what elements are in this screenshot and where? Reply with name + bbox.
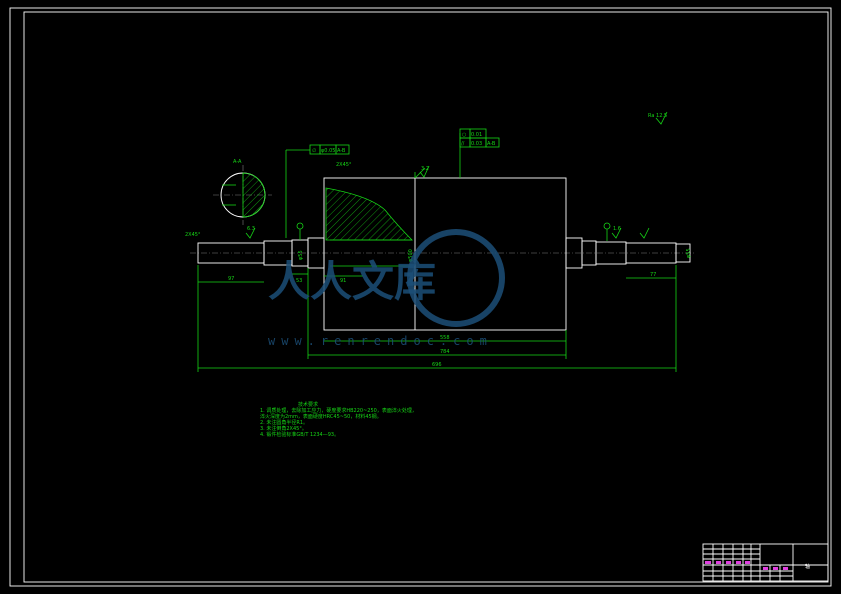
dim-main-length: 784 bbox=[440, 349, 450, 355]
svg-text:0.01: 0.01 bbox=[471, 132, 482, 138]
svg-text:φ0.05: φ0.05 bbox=[321, 148, 335, 154]
tolerance-frame-2: ○ 0.01 // 0.03 A-B bbox=[459, 128, 500, 178]
tolerance-frame-1: ∅ φ0.05 A-B bbox=[285, 144, 350, 238]
dim-overall-length: 696 bbox=[432, 362, 442, 368]
svg-text:6.3: 6.3 bbox=[247, 226, 255, 232]
watermark-url: www.renrendoc.com bbox=[268, 334, 493, 348]
watermark-text: 人人文库 bbox=[268, 257, 436, 306]
svg-text:A-B: A-B bbox=[487, 141, 496, 147]
inner-frame bbox=[23, 11, 829, 583]
roughness-symbols: Ra 12.5 6.3 3.2 1.6 bbox=[245, 111, 668, 239]
svg-text:A-B: A-B bbox=[337, 148, 346, 154]
title-block-label: 轴 bbox=[805, 563, 810, 570]
note-line-1: 1. 调质处理，去除加工应力，硬度要求HB220~250，表面淬火处理， bbox=[260, 407, 417, 414]
section-a-a-view: A-A bbox=[213, 159, 272, 225]
watermark: 人人文库 www.renrendoc.com bbox=[268, 229, 505, 348]
roughness-top-right: Ra 12.5 bbox=[648, 113, 667, 119]
title-block: 轴 bbox=[702, 543, 829, 582]
section-label: A-A bbox=[233, 159, 242, 165]
datum-markers bbox=[296, 222, 611, 241]
dim-right-journal: 77 bbox=[650, 272, 656, 278]
note-line-2: 淬火深度为2mm，表面硬度HRC45~50，材料45钢。 bbox=[260, 413, 382, 420]
dim-91: 91 bbox=[340, 278, 346, 284]
svg-text://: // bbox=[461, 141, 465, 147]
dimension-lines bbox=[197, 167, 677, 372]
notes-title: 技术要求 bbox=[298, 401, 318, 408]
note-line-5: 4. 锻件检验标准GB/T 1234—93。 bbox=[260, 431, 339, 438]
svg-text:3.2: 3.2 bbox=[421, 166, 429, 172]
svg-text:∅: ∅ bbox=[312, 148, 316, 154]
dim-diam-body: φ500 bbox=[408, 249, 414, 262]
note-line-4: 3. 未注倒角2X45°。 bbox=[260, 425, 307, 432]
shaft-outline bbox=[197, 177, 691, 331]
technical-notes: 技术要求 1. 调质处理，去除加工应力，硬度要求HB220~250，表面淬火处理… bbox=[260, 401, 417, 438]
roll-section-hatch bbox=[325, 187, 413, 241]
dim-left-journal: 97 bbox=[228, 276, 234, 282]
dim-chamfer-left: 2X45° bbox=[185, 232, 201, 238]
dim-chamfer-body: 2X45° bbox=[336, 162, 352, 168]
dim-diam-right: φ55 bbox=[686, 248, 692, 258]
svg-text:0.03: 0.03 bbox=[471, 141, 482, 147]
dim-53: 53 bbox=[296, 278, 302, 284]
dim-diam-left: φ55 bbox=[298, 250, 304, 260]
outer-frame bbox=[9, 7, 832, 587]
svg-text:1.6: 1.6 bbox=[613, 226, 621, 232]
svg-text:○: ○ bbox=[462, 132, 466, 138]
note-line-3: 2. 未注圆角半径R1。 bbox=[260, 419, 308, 426]
dim-body-length: 558 bbox=[440, 335, 450, 341]
